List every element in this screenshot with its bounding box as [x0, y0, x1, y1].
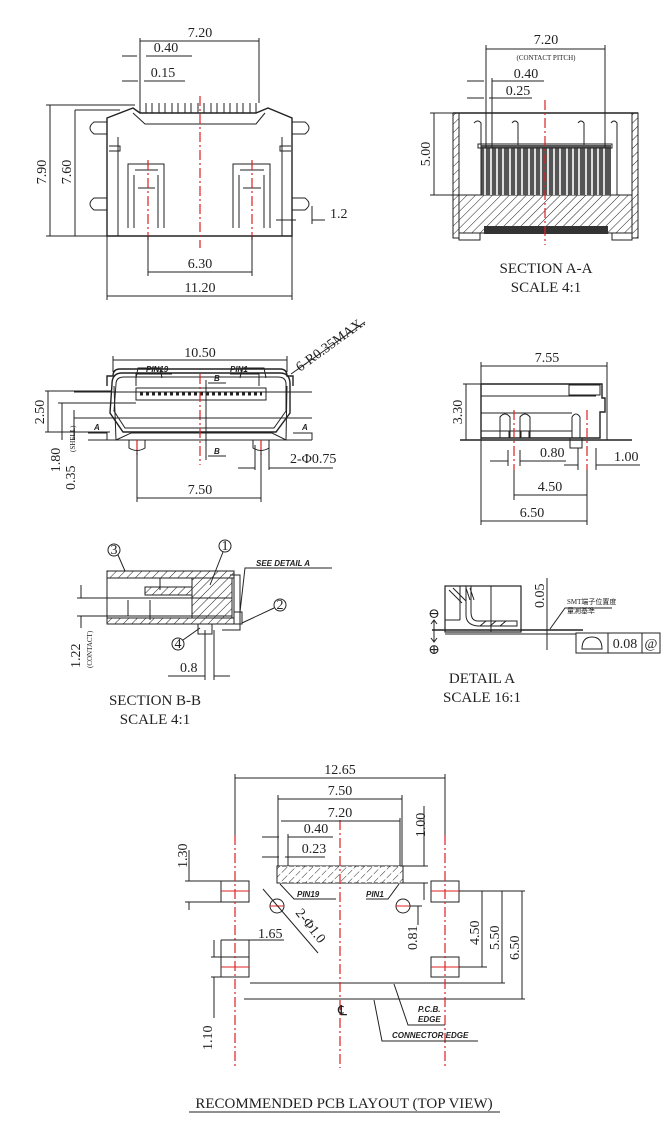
dim-hole: 2-Φ1.0 [292, 906, 328, 946]
label-section-a-right: A [301, 423, 308, 432]
svg-text:2: 2 [277, 598, 284, 613]
dim-peg-spacing: 6.30 [188, 257, 213, 272]
top-pins [139, 103, 257, 113]
dim-mount-pad-h: 1.30 [176, 844, 191, 869]
dim-a-pin-width: 0.25 [506, 84, 531, 99]
dim-mount-pad-w: 1.65 [258, 927, 283, 942]
note-line-2: 量測基準 [567, 606, 595, 615]
dim-radius-note: 6-R0.35MAX. [294, 315, 369, 375]
dim-pcb-pad-len: 1.00 [414, 813, 429, 838]
section-a-contacts [481, 145, 611, 195]
callout-3 [107, 543, 121, 557]
dim-pcb-overall: 12.65 [324, 763, 356, 778]
top-view: 7.20 0.40 0.15 7.90 7.60 1.2 6.30 11.20 [35, 26, 348, 300]
dim-side-height: 3.30 [451, 400, 466, 425]
note-line-1: SMT端子位置度 [567, 597, 616, 606]
section-b-b: 3 1 2 4 SEE DETAIL A 1.22 (CONTACT) 0.8 … [69, 539, 332, 728]
dim-coplanarity: 0.05 [533, 584, 548, 609]
dim-peg-dia: 2-Φ0.75 [290, 452, 336, 467]
label-section-b-bottom: B [214, 447, 220, 456]
dim-pitch-span: 7.20 [188, 26, 213, 41]
detail-a: ⊖ ⊕ 0.05 SMT端子位置度 量測基準 0.08 @ DETAIL A S… [428, 578, 661, 706]
dim-a-pin-pitch: 0.40 [514, 67, 539, 82]
section-a-scale: SCALE 4:1 [511, 280, 581, 296]
dim-peg-w: 1.00 [614, 450, 639, 465]
detail-a-title: DETAIL A [449, 671, 515, 687]
pcb-label-pin1: PIN1 [366, 890, 384, 899]
label-section-b-top: B [214, 374, 220, 383]
dim-4-50: 4.50 [468, 921, 483, 946]
dim-contact: 1.22 [69, 644, 84, 669]
pcb-layout-title: RECOMMENDED PCB LAYOUT (TOP VIEW) [195, 1096, 492, 1112]
dim-side-length: 7.55 [535, 351, 560, 366]
plus-icon: ⊕ [428, 643, 440, 658]
dim-height-total: 7.90 [35, 160, 50, 185]
section-b-scale: SCALE 4:1 [120, 712, 190, 728]
dim-pcb-pitch: 0.40 [304, 822, 329, 837]
callout-1 [218, 539, 232, 553]
tolerance-modifier: @ [645, 637, 658, 652]
section-a-a: 7.20 (CONTACT PITCH) 0.40 0.25 5.00 SECT… [419, 33, 639, 296]
dim-a-pitch-span: 7.20 [534, 33, 559, 48]
pcb-label-pin19: PIN19 [297, 890, 320, 899]
pcb-layout: ℄ 12.65 7.50 7.20 0.40 0.23 1.00 1.30 1.… [176, 763, 525, 1113]
see-detail-a: SEE DETAIL A [256, 559, 310, 568]
dim-front-width: 10.50 [184, 346, 216, 361]
label-pin19: PIN19 [146, 365, 169, 374]
svg-text:3: 3 [111, 543, 118, 558]
connector-edge-label: CONNECTOR EDGE [392, 1031, 469, 1040]
detail-a-scale: SCALE 16:1 [443, 690, 521, 706]
dim-shell-note: (SHELL) [69, 425, 77, 452]
svg-text:4: 4 [175, 637, 182, 652]
dim-5-50: 5.50 [488, 926, 503, 951]
dim-peg-offset: 1.2 [330, 207, 348, 222]
tolerance-frame: 0.08 @ [575, 632, 661, 654]
pcb-edge-label-1: P.C.B. [418, 1005, 441, 1014]
dim-6-50: 6.50 [508, 936, 523, 961]
dim-height-body: 7.60 [60, 160, 75, 185]
dim-pcb-pitch-span: 7.20 [328, 806, 353, 821]
centerline-symbol: ℄ [337, 1004, 347, 1019]
dim-pcb-pad-w: 0.23 [302, 842, 327, 857]
dim-front-height: 2.50 [33, 400, 48, 425]
callout-2 [273, 598, 287, 612]
dim-body-width: 11.20 [185, 281, 216, 296]
dim-shell: 0.35 [64, 466, 79, 491]
dim-a-pitch-note: (CONTACT PITCH) [516, 54, 576, 62]
dim-pin-pitch: 0.40 [154, 41, 179, 56]
label-section-a-left: A [93, 423, 100, 432]
pcb-edge-label-2: EDGE [418, 1015, 441, 1024]
front-view: PIN19 PIN1 B B A A 10.50 6-R0.35MAX. 2.5… [33, 315, 368, 502]
dim-front-opening: 1.80 [49, 448, 64, 473]
dim-pcb-pad-span: 7.50 [328, 784, 353, 799]
dim-bottom-pad: 1.10 [201, 1026, 216, 1051]
minus-icon: ⊖ [428, 607, 440, 622]
dim-side-total: 6.50 [520, 506, 545, 521]
side-view: 7.55 3.30 0.80 1.00 4.50 6.50 [451, 351, 640, 525]
section-b-title: SECTION B-B [109, 693, 201, 709]
svg-text:1: 1 [222, 539, 229, 554]
profile-surface-icon [581, 636, 603, 650]
dim-lead-w: 0.80 [540, 446, 565, 461]
dim-lead-span: 4.50 [538, 480, 563, 495]
tolerance-value: 0.08 [613, 637, 638, 652]
dim-front-peg-spacing: 7.50 [188, 483, 213, 498]
dim-contact-note: (CONTACT) [86, 630, 94, 668]
label-pin1: PIN1 [230, 365, 248, 374]
dim-hole-offset: 0.81 [406, 926, 421, 951]
dim-offset: 0.8 [180, 661, 198, 676]
dim-pin-width: 0.15 [151, 66, 176, 81]
section-a-title: SECTION A-A [500, 261, 593, 277]
dim-a-height: 5.00 [419, 142, 434, 167]
callout-4 [171, 637, 185, 651]
